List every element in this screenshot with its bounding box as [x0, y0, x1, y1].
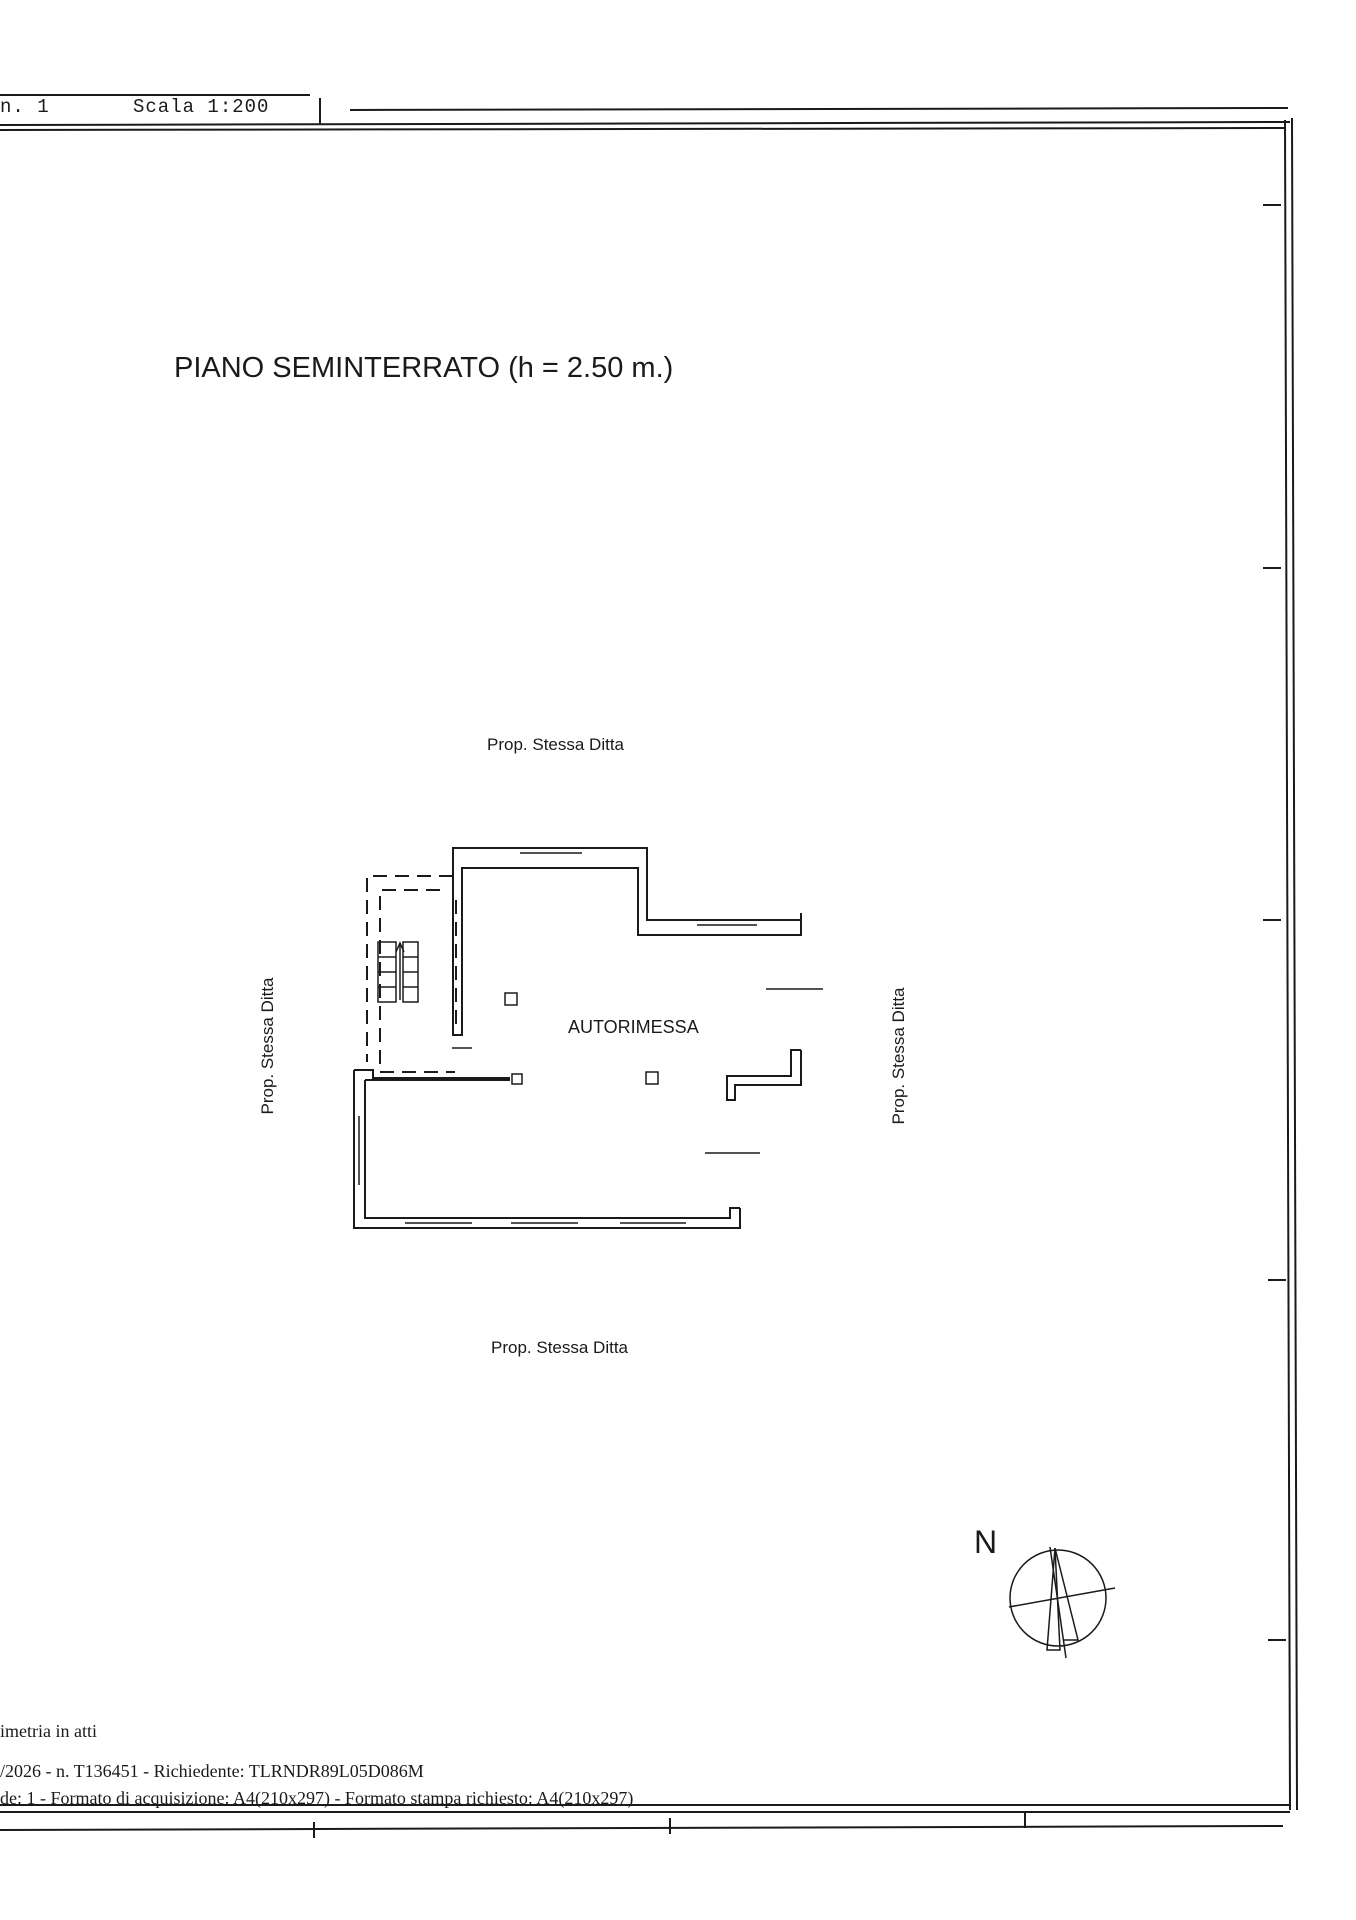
interior-details — [452, 988, 823, 1154]
footer-line-2: /2026 - n. T136451 - Richiedente: TLRNDR… — [0, 1761, 424, 1781]
stair-enclosure — [366, 875, 457, 1073]
window-openings — [358, 852, 757, 1224]
wall-outline — [353, 847, 802, 1229]
plan-title: PIANO SEMINTERRATO (h = 2.50 m.) — [174, 352, 674, 384]
neighbor-label-left: Prop. Stessa Ditta — [258, 977, 277, 1115]
sheet-frame — [0, 94, 1298, 1838]
neighbor-label-top: Prop. Stessa Ditta — [487, 735, 625, 754]
scale-label: Scala 1:200 — [133, 96, 270, 118]
stairs — [377, 941, 419, 1003]
neighbor-label-bottom: Prop. Stessa Ditta — [491, 1338, 629, 1357]
footer-line-1: imetria in atti — [0, 1721, 97, 1741]
north-label: N — [974, 1524, 998, 1560]
sheet-number: n. 1 — [0, 96, 50, 118]
north-arrow-icon — [1008, 1546, 1116, 1659]
neighbor-label-right: Prop. Stessa Ditta — [889, 987, 908, 1125]
footer-line-3: de: 1 - Formato di acquisizione: A4(210x… — [0, 1788, 634, 1808]
room-label: AUTORIMESSA — [568, 1017, 699, 1037]
